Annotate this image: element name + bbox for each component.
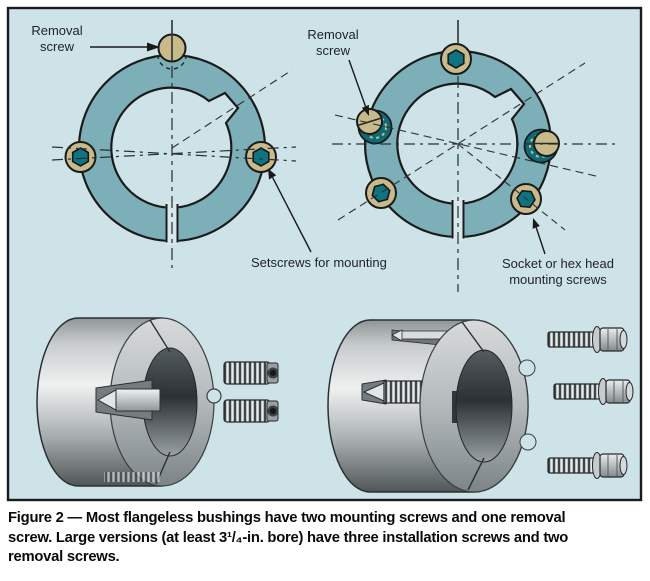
label-removal-screw-left: Removal screw xyxy=(31,23,83,54)
caption-line-2: screw. Large versions (at least 3¹/₄-in.… xyxy=(8,529,569,546)
removal-screw-upperleft-icon xyxy=(356,108,393,145)
caption-line-3: removal screws. xyxy=(8,549,120,565)
left-bushing-diagram xyxy=(51,20,297,268)
arrow-socket xyxy=(532,218,546,255)
setscrew-left-icon xyxy=(64,141,97,173)
right-centerlines xyxy=(332,20,620,292)
setscrew-right-icon xyxy=(245,141,277,173)
right-bushing-diagram xyxy=(332,20,620,292)
edge-notch xyxy=(206,388,222,404)
photo-large-bushing xyxy=(327,319,537,493)
label-removal-screw-right: Removal screw xyxy=(307,27,359,58)
arrow-removal-right xyxy=(348,59,369,116)
figure-caption: Figure 2 — Most flangeless bushings have… xyxy=(8,509,648,568)
label-socket-or-hex: Socket or hex head mounting screws xyxy=(501,256,615,287)
mounting-screw-lowerleft-icon xyxy=(365,177,397,209)
callout-arrows xyxy=(90,42,546,255)
right-split-gap xyxy=(451,197,465,241)
mounting-screw-top-icon xyxy=(440,43,472,75)
photo-small-bushing xyxy=(36,317,222,487)
loose-setscrew-2 xyxy=(223,399,280,423)
label-setscrews-for-mounting: Setscrews for mounting xyxy=(251,255,387,270)
arrow-setscrews xyxy=(268,168,312,253)
caption-line-1: Figure 2 — Most flangeless bushings have… xyxy=(8,510,566,526)
arrow-removal-left xyxy=(90,42,160,52)
edge-notch xyxy=(519,433,537,451)
removal-screw-right-icon xyxy=(523,128,560,164)
left-centerlines xyxy=(51,20,297,268)
edge-notch xyxy=(518,359,536,377)
loose-setscrew-1 xyxy=(223,361,280,385)
